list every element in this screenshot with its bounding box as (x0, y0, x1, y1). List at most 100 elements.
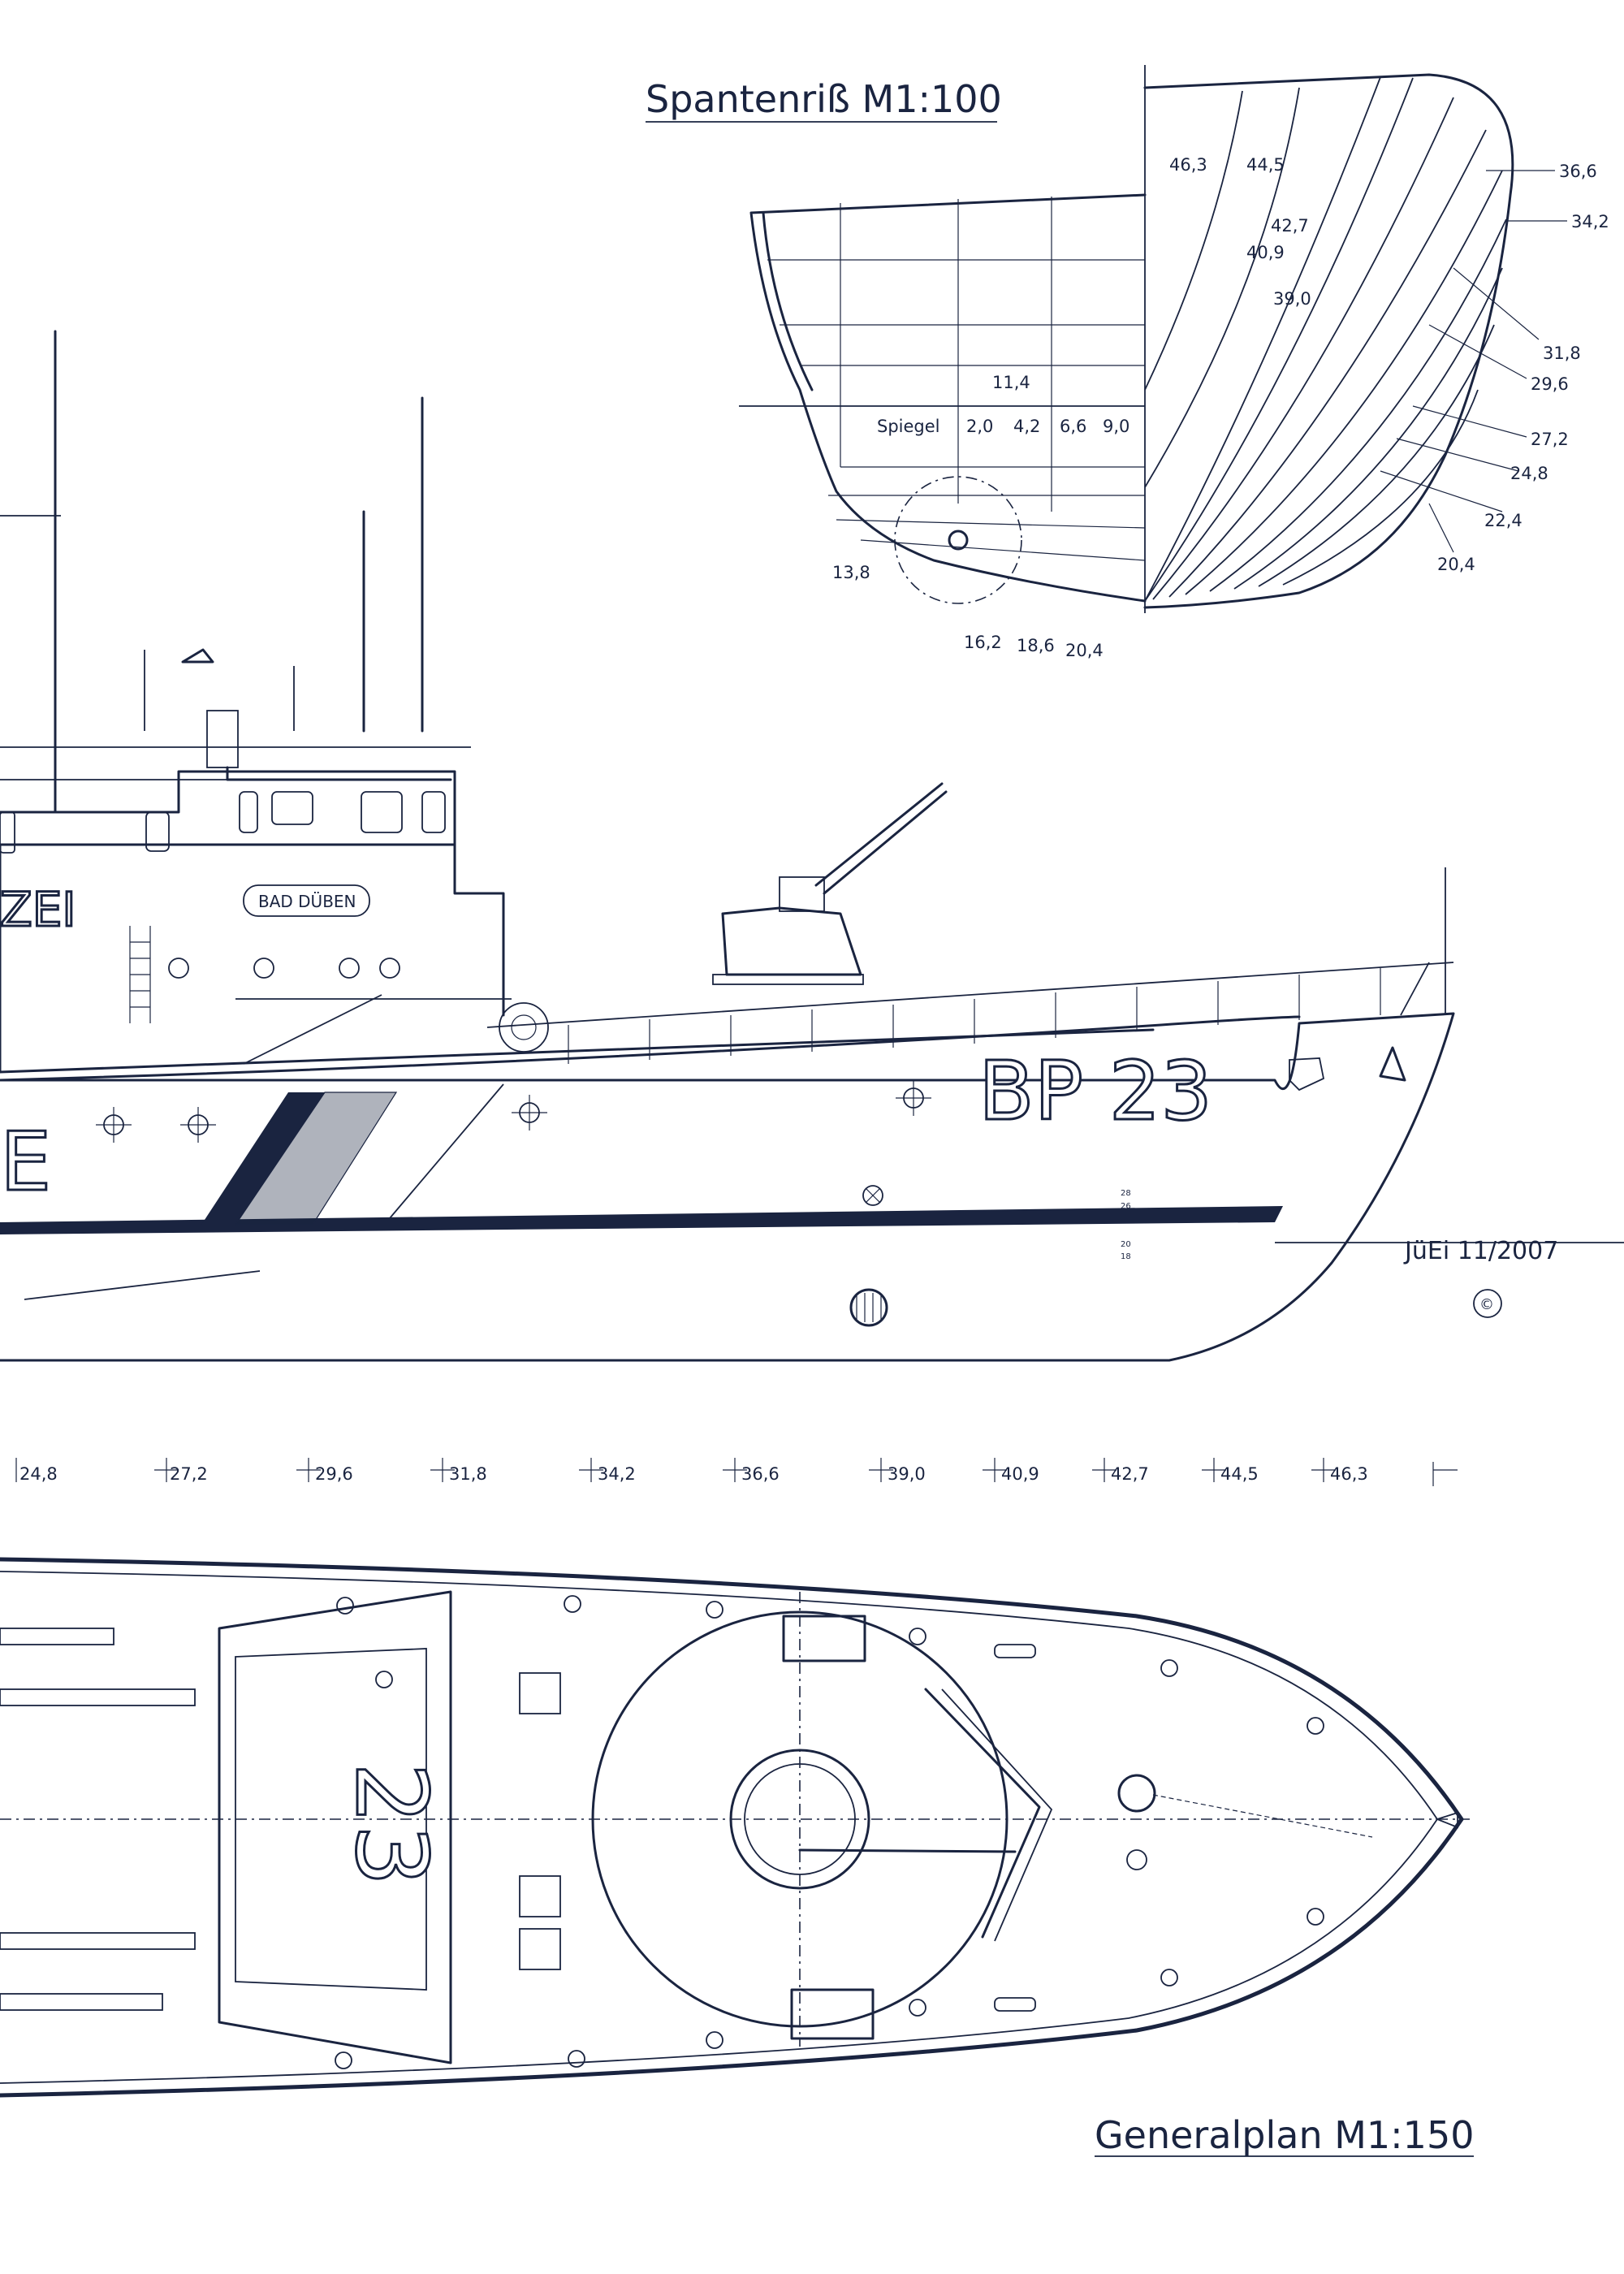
railing-stanchions (568, 968, 1381, 1064)
frame-label-spiegel: Spiegel (877, 417, 940, 436)
superstructure-partial-text: ZEI (0, 882, 76, 937)
ammo-box-top (782, 1615, 866, 1662)
jackstaff-stay (1400, 962, 1430, 1016)
body-plan-title: Spantenriß M1:100 (646, 77, 1002, 121)
frame-label-27-2: 27,2 (1531, 430, 1569, 449)
ammo-box-bottom (790, 1988, 875, 2040)
frame-label-13-8: 13,8 (832, 563, 870, 582)
draft-mark-28: 28 (1121, 1189, 1131, 1198)
scale-label-34-2: 34,2 (598, 1464, 636, 1484)
fairlead-bottom (994, 1997, 1036, 2012)
frame-label-44-5: 44,5 (1246, 155, 1285, 175)
scale-label-46-3: 46,3 (1330, 1464, 1368, 1484)
frame-label-6-6: 6,6 (1060, 417, 1086, 436)
breakwater (924, 1688, 1041, 1939)
frame-label-18-6: 18,6 (1017, 636, 1055, 655)
hull-number: BP 23 (978, 1044, 1212, 1139)
profile-view: BP 23 E 28 26 20 18 (0, 330, 1624, 1362)
ladder (129, 926, 151, 1023)
propeller-disc (894, 476, 1022, 604)
frame-label-34-2: 34,2 (1571, 212, 1609, 231)
frame-label-46-3: 46,3 (1169, 155, 1207, 175)
scale-label-40-9: 40,9 (1001, 1464, 1039, 1484)
hull-shading-line (389, 1083, 504, 1219)
deck-bollards (335, 1595, 1324, 2069)
copyright-mark: © (1479, 1296, 1494, 1313)
bow-fitting (1435, 1811, 1458, 1829)
fwd-leaders (1380, 170, 1567, 553)
fairlead-top (994, 1644, 1036, 1658)
frame-label-36-6: 36,6 (1559, 162, 1597, 181)
aft-grid (767, 197, 1146, 561)
portholes (96, 1080, 931, 1327)
body-plan: Spantenriß M1:100 (646, 65, 1609, 660)
scale-label-24-8: 24,8 (19, 1464, 58, 1484)
aft-half-outline (749, 193, 1147, 603)
frame-label-11-4: 11,4 (992, 373, 1030, 392)
capstan (1117, 1774, 1156, 1813)
frame-label-4-2: 4,2 (1013, 417, 1040, 436)
boot-topping-stripe (0, 1206, 1283, 1234)
scale-label-39-0: 39,0 (888, 1464, 926, 1484)
gun-ring-outer (591, 1610, 1009, 2028)
scale-label-31-8: 31,8 (449, 1464, 487, 1484)
frame-label-29-6: 29,6 (1531, 374, 1569, 394)
bridge-windows (0, 791, 446, 854)
hull-spray-line (24, 1270, 261, 1300)
draft-mark-18: 18 (1121, 1252, 1131, 1261)
superstructure-main (0, 843, 505, 1074)
bridge-roof (226, 766, 452, 781)
general-plan-title: Generalplan M1:150 (1095, 2113, 1474, 2157)
boat-davit (243, 994, 382, 1065)
bridge-deck (0, 770, 456, 846)
hull-letter-partial: E (0, 1114, 51, 1209)
frame-label-20-4-fwd: 20,4 (1437, 555, 1475, 574)
deckhouse-inner (235, 1648, 427, 1991)
frame-label-16-2: 16,2 (964, 633, 1002, 652)
draft-mark-20: 20 (1121, 1240, 1131, 1249)
ship-name-plate (243, 884, 370, 917)
fwd-frame-curves (1144, 76, 1507, 602)
aft-sheer-line (762, 211, 814, 391)
deck-line (0, 1028, 1155, 1074)
anchor-chain (1152, 1794, 1373, 1838)
deck-number: 23 (334, 1762, 447, 1887)
frame-scale: 24,8 27,2 29,6 31,8 34,2 36,6 39,0 40,9 … (15, 1458, 1458, 1486)
scale-label-36-6: 36,6 (741, 1464, 780, 1484)
general-plan: 23 (0, 1557, 1470, 2098)
superstructure-portholes (168, 958, 400, 979)
scale-label-42-7: 42,7 (1111, 1464, 1149, 1484)
scale-label-27-2: 27,2 (170, 1464, 208, 1484)
propeller-hub (948, 530, 969, 551)
draft-mark-26: 26 (1121, 1202, 1131, 1211)
bow-anchor (1379, 1046, 1406, 1082)
frame-label-24-8: 24,8 (1510, 464, 1548, 483)
deck-gun (712, 782, 948, 985)
winch-drum (499, 1002, 549, 1053)
scale-label-44-5: 44,5 (1220, 1464, 1259, 1484)
anchor-winch (1126, 1849, 1147, 1870)
fwd-half-outline (1143, 73, 1514, 609)
gun-barrel-plan (798, 1848, 1017, 1853)
frame-label-31-8: 31,8 (1543, 344, 1581, 363)
copyright-circle (1473, 1289, 1502, 1318)
hull-stripe-dark (201, 1092, 325, 1225)
gun-turret-base (729, 1749, 870, 1890)
hull-outline (0, 1012, 1455, 1362)
funnel-screen (206, 710, 239, 768)
railing-top (486, 962, 1454, 1028)
frame-label-42-7: 42,7 (1271, 216, 1309, 236)
frame-label-9-0: 9,0 (1103, 417, 1129, 436)
frame-label-22-4: 22,4 (1484, 511, 1522, 530)
frame-label-20-4-aft: 20,4 (1065, 641, 1104, 660)
hull-stripe-hatched (234, 1092, 398, 1226)
plan-lockers (0, 1628, 561, 2011)
frame-label-2-0: 2,0 (966, 417, 993, 436)
drawing-signature: JüEi 11/2007 (1403, 1237, 1558, 1265)
ship-name: BAD DÜBEN (258, 892, 356, 911)
frame-label-39-0: 39,0 (1273, 289, 1311, 309)
frame-label-40-9: 40,9 (1246, 243, 1285, 262)
deckhouse-outline (218, 1590, 452, 2064)
